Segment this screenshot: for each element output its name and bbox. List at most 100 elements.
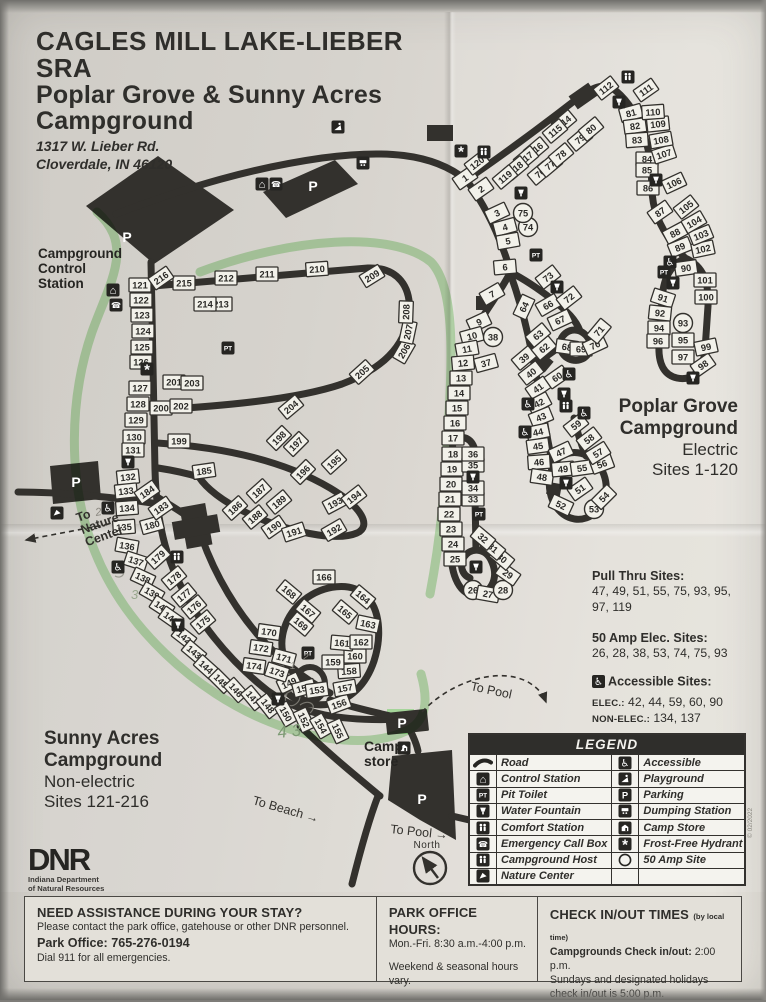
svg-text:19: 19 — [447, 464, 457, 474]
site-marker: 122 — [129, 292, 153, 308]
pencil-scribble — [299, 701, 314, 714]
site-marker: 163 — [355, 614, 381, 634]
parking-icon: P — [308, 178, 317, 194]
legend-label: Campground Host — [501, 854, 597, 867]
svg-text:⌂: ⌂ — [259, 179, 266, 191]
parking-icon: P — [417, 791, 426, 807]
svg-text:131: 131 — [125, 445, 141, 455]
address-line2: Cloverdale, IN 46120 — [36, 155, 173, 172]
svg-text:6: 6 — [502, 262, 508, 272]
poplar-grove-name2: Campground — [619, 418, 738, 440]
site-marker: 2 — [467, 176, 495, 202]
site-marker: 36 — [461, 446, 485, 462]
site-marker: 205 — [348, 359, 376, 385]
site-marker: 180 — [139, 514, 165, 536]
svg-text:66: 66 — [541, 298, 555, 312]
svg-text:170: 170 — [261, 626, 278, 638]
svg-text:27: 27 — [482, 589, 494, 601]
to-nature-center-path — [24, 521, 119, 543]
park-title: CAGLES MILL LAKE-LIEBER SRA — [36, 26, 403, 84]
legend-row: Dumping Station — [612, 802, 747, 819]
nature-center-icon — [50, 506, 64, 520]
accessible-icon: ♿ — [663, 255, 677, 269]
svg-text:♿: ♿ — [579, 409, 588, 420]
parking-lot — [263, 160, 358, 218]
site-marker: 57 — [584, 440, 612, 466]
highlighter-route — [69, 207, 430, 745]
accessible-nonelec-values: 134, 137 — [653, 710, 701, 725]
legend-label: Frost-Free Hydrant — [643, 837, 743, 850]
comfort-station-icon — [170, 550, 184, 564]
accessible-nonelec-label: NON-ELEC.: — [592, 713, 650, 725]
svg-text:160: 160 — [347, 651, 363, 661]
svg-text:82: 82 — [629, 121, 641, 132]
legend-row: ☎Emergency Call Box — [470, 835, 612, 852]
site-marker: 177 — [170, 582, 198, 608]
svg-text:68: 68 — [561, 342, 573, 353]
svg-text:163: 163 — [359, 618, 376, 631]
legend-row: Water Fountain — [470, 802, 612, 819]
site-marker: 107 — [650, 143, 678, 165]
site-marker: 18 — [441, 446, 465, 462]
svg-text:29: 29 — [501, 567, 515, 581]
svg-text:22: 22 — [444, 509, 454, 519]
sunny-acres-name: Sunny Acres — [44, 728, 160, 749]
svg-text:172: 172 — [253, 642, 270, 654]
site-marker: 5 — [495, 231, 521, 251]
svg-text:153: 153 — [309, 684, 326, 696]
fifty-amp-title: 50 Amp Elec. Sites: — [592, 631, 708, 645]
pit-toilet-icon: PT — [472, 507, 486, 521]
site-marker: 189 — [265, 489, 293, 515]
site-marker: 89 — [666, 236, 694, 258]
water-fountain-icon — [550, 280, 564, 294]
fifty-amp-site-marker: 38 — [482, 326, 504, 348]
accessible-icon: ♿ — [518, 425, 532, 439]
legend-label: Playground — [643, 772, 704, 785]
legend-label: Nature Center — [501, 870, 574, 883]
svg-text:21: 21 — [445, 494, 455, 504]
water-fountain-icon — [649, 173, 663, 187]
svg-text:23: 23 — [446, 524, 456, 534]
site-marker: 111 — [632, 77, 660, 103]
legend-row: Comfort Station — [470, 819, 612, 836]
legend-label: Water Fountain — [501, 805, 581, 818]
parking-icon: P — [397, 715, 406, 731]
svg-text:126: 126 — [133, 357, 149, 367]
site-marker: 155 — [326, 717, 350, 745]
playground-icon — [331, 120, 345, 134]
svg-text:14: 14 — [454, 388, 465, 398]
svg-text:135: 135 — [116, 522, 132, 533]
site-marker: 21 — [438, 491, 462, 507]
site-marker: 127 — [128, 380, 152, 396]
svg-text:*: * — [458, 143, 464, 160]
legend-label: Pit Toilet — [501, 789, 548, 802]
playground-icon — [612, 771, 640, 787]
legend-row: Road — [470, 754, 612, 771]
svg-text:200: 200 — [153, 403, 169, 413]
assistance-body: Please contact the park office, gatehous… — [37, 921, 349, 934]
legend-label: Camp Store — [643, 821, 706, 834]
parking-icon: P — [612, 787, 640, 803]
site-marker: 25 — [443, 551, 467, 567]
checkin-lead: Campgrounds Check in/out: — [549, 946, 692, 959]
svg-text:18: 18 — [448, 449, 458, 459]
photo-edge — [0, 0, 766, 13]
svg-text:♿: ♿ — [520, 428, 529, 439]
site-marker: 100 — [694, 289, 718, 305]
site-marker: 128 — [126, 396, 150, 412]
site-marker: 214 — [193, 296, 217, 312]
control-station-icon: ⌂ — [106, 283, 120, 297]
site-marker: 136 — [114, 536, 140, 556]
site-marker: 81 — [618, 102, 644, 124]
site-marker: 206 — [392, 337, 416, 365]
road — [149, 264, 413, 414]
pit-toilet-icon: PT — [529, 248, 543, 262]
svg-text:132: 132 — [120, 472, 136, 484]
svg-text:♿: ♿ — [594, 677, 603, 688]
dnr-sub-line2: of Natural Resources — [28, 883, 105, 893]
svg-text:46: 46 — [534, 457, 545, 468]
svg-text:67: 67 — [553, 314, 567, 327]
svg-text:203: 203 — [184, 378, 200, 388]
